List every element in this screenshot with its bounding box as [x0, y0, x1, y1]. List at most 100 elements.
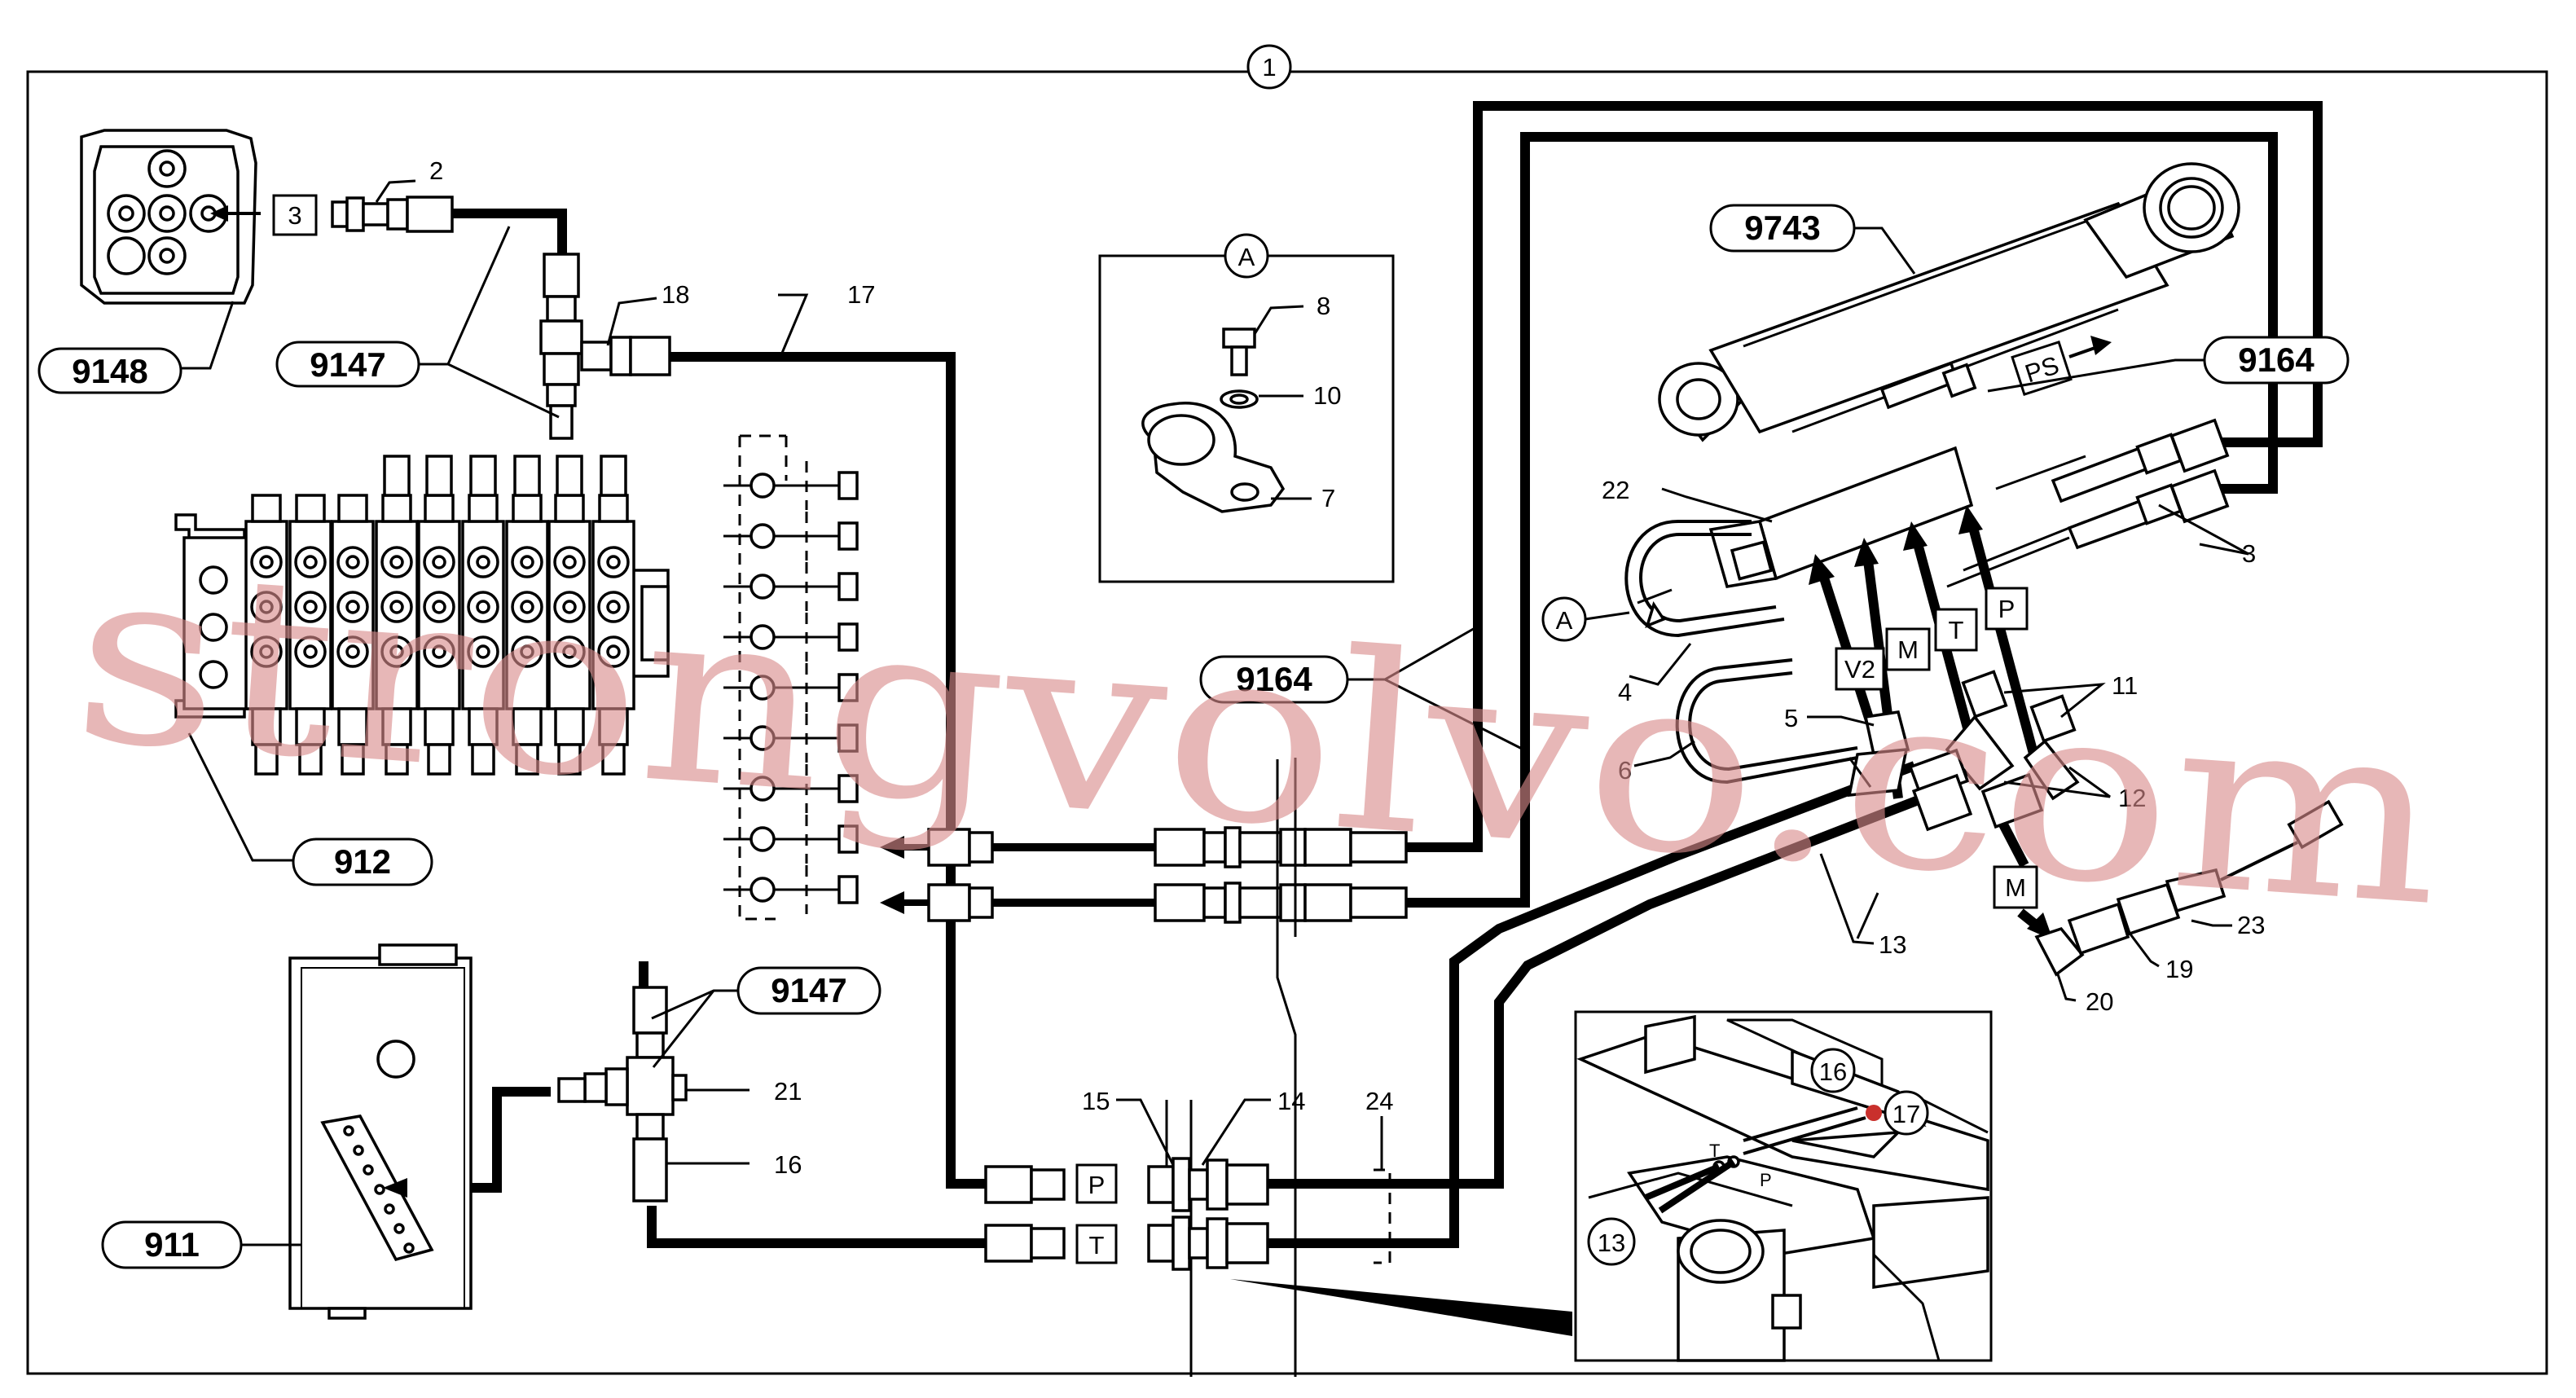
svg-text:9743: 9743: [1744, 209, 1820, 247]
callout-9147-bottom: 9147: [651, 966, 881, 1068]
schematic-rows: [723, 461, 859, 914]
svg-text:11: 11: [2112, 671, 2138, 700]
fitting-row: [880, 826, 1408, 868]
callout-9164-right: 9164: [1987, 336, 2350, 393]
svg-text:M: M: [2005, 873, 2026, 902]
port-label-t-line: T: [1075, 1224, 1118, 1264]
inset-view: [1574, 1010, 1993, 1362]
svg-text:T: T: [1089, 1231, 1105, 1260]
schematic-row: [723, 764, 859, 813]
port-label-3-box: 3: [272, 194, 318, 236]
svg-text:18: 18: [662, 280, 689, 309]
port-label-ps: PS: [2011, 336, 2112, 396]
svg-text:15: 15: [1082, 1087, 1110, 1115]
svg-text:21: 21: [774, 1077, 802, 1106]
callout-911: 911: [101, 1220, 301, 1269]
svg-text:13: 13: [1879, 930, 1906, 959]
svg-text:4: 4: [1618, 678, 1632, 706]
svg-text:17: 17: [847, 280, 875, 309]
detail-a-ref: A: [1541, 596, 1630, 642]
detail-a-box: A: [1098, 233, 1395, 583]
schematic-row: [723, 865, 859, 914]
svg-text:19: 19: [2165, 955, 2193, 983]
schematic-row: [723, 714, 859, 763]
valve-section: [417, 455, 461, 776]
bottom-bulkhead: [984, 1157, 1269, 1271]
svg-text:3: 3: [2242, 539, 2256, 568]
hoses: [1624, 520, 1858, 785]
svg-text:P: P: [1088, 1171, 1106, 1199]
schematic-row: [723, 562, 859, 611]
svg-text:T: T: [1709, 1141, 1720, 1161]
port-label-m-sensor: M: [1993, 865, 2038, 909]
valve-section: [331, 494, 375, 776]
steering-cylinder: [1658, 162, 2240, 442]
ps-fitting: [1879, 361, 1977, 410]
svg-text:10: 10: [1313, 381, 1341, 410]
sensor-assembly: [2034, 799, 2344, 977]
svg-text:3: 3: [288, 201, 301, 230]
svg-text:A: A: [1238, 243, 1255, 271]
svg-text:9164: 9164: [2238, 341, 2314, 379]
svg-text:23: 23: [2237, 911, 2265, 939]
svg-text:2: 2: [429, 156, 443, 185]
hydraulic-tank: [288, 943, 473, 1320]
svg-text:9164: 9164: [1236, 660, 1312, 698]
priority-valve-22: [1661, 446, 1974, 588]
tee-fitting-18: [539, 253, 671, 440]
svg-text:9147: 9147: [771, 971, 846, 1009]
steering-unit: [80, 129, 261, 305]
svg-text:16: 16: [1819, 1057, 1847, 1086]
port-label-p: P: [1985, 587, 2029, 631]
svg-text:911: 911: [144, 1225, 200, 1264]
port-label-v2: V2: [1835, 647, 1885, 691]
svg-text:912: 912: [334, 842, 391, 881]
callout-9743: 9743: [1709, 204, 1916, 275]
svg-text:5: 5: [1784, 704, 1798, 732]
svg-text:12: 12: [2118, 784, 2146, 812]
valve-section: [547, 455, 591, 776]
port-label-t: T: [1934, 608, 1978, 652]
svg-text:P: P: [1760, 1170, 1772, 1190]
fitting-row: [880, 881, 1408, 924]
valve-section: [375, 455, 419, 776]
hydraulic-lines: [391, 101, 2323, 1248]
elbow-fitting-5: [1847, 710, 1910, 797]
svg-text:20: 20: [2086, 987, 2113, 1016]
svg-text:V2: V2: [1844, 655, 1875, 684]
svg-text:P: P: [1998, 595, 2016, 623]
valve-schematic-column: [738, 434, 788, 921]
schematic-row: [723, 815, 859, 864]
svg-text:7: 7: [1321, 484, 1335, 512]
schematic-row: [723, 613, 859, 662]
bulkhead-fittings: [880, 826, 1408, 924]
schematic-row: [723, 512, 859, 561]
svg-text:22: 22: [1602, 476, 1629, 504]
schematic-row: [723, 663, 859, 712]
valve-section: [461, 455, 505, 776]
svg-text:8: 8: [1317, 292, 1330, 320]
svg-text:17: 17: [1892, 1100, 1920, 1128]
fittings-11-12: [1908, 670, 2080, 832]
svg-text:A: A: [1556, 606, 1573, 635]
port-label-m: M: [1885, 627, 1931, 671]
valve-section: [288, 494, 332, 776]
sheet-number: 1: [1262, 53, 1276, 81]
callout-9147-top: 9147: [275, 226, 560, 419]
inset-callouts: 16 17 13 T P: [1587, 1048, 1929, 1266]
sheet-number-bubble: 1: [1246, 44, 1292, 90]
port-label-p-line: P: [1075, 1163, 1118, 1204]
svg-text:13: 13: [1598, 1229, 1625, 1257]
svg-text:24: 24: [1365, 1087, 1393, 1115]
valve-section: [244, 494, 288, 776]
schematic-row: [723, 461, 859, 510]
svg-text:M: M: [1897, 635, 1919, 664]
svg-text:9147: 9147: [310, 345, 385, 384]
svg-text:9148: 9148: [72, 352, 147, 390]
tee-fitting-21: [557, 986, 688, 1202]
callout-912: 912: [187, 732, 433, 886]
svg-text:T: T: [1949, 616, 1964, 644]
valve-section: [505, 455, 549, 776]
valve-sections: [244, 455, 635, 776]
